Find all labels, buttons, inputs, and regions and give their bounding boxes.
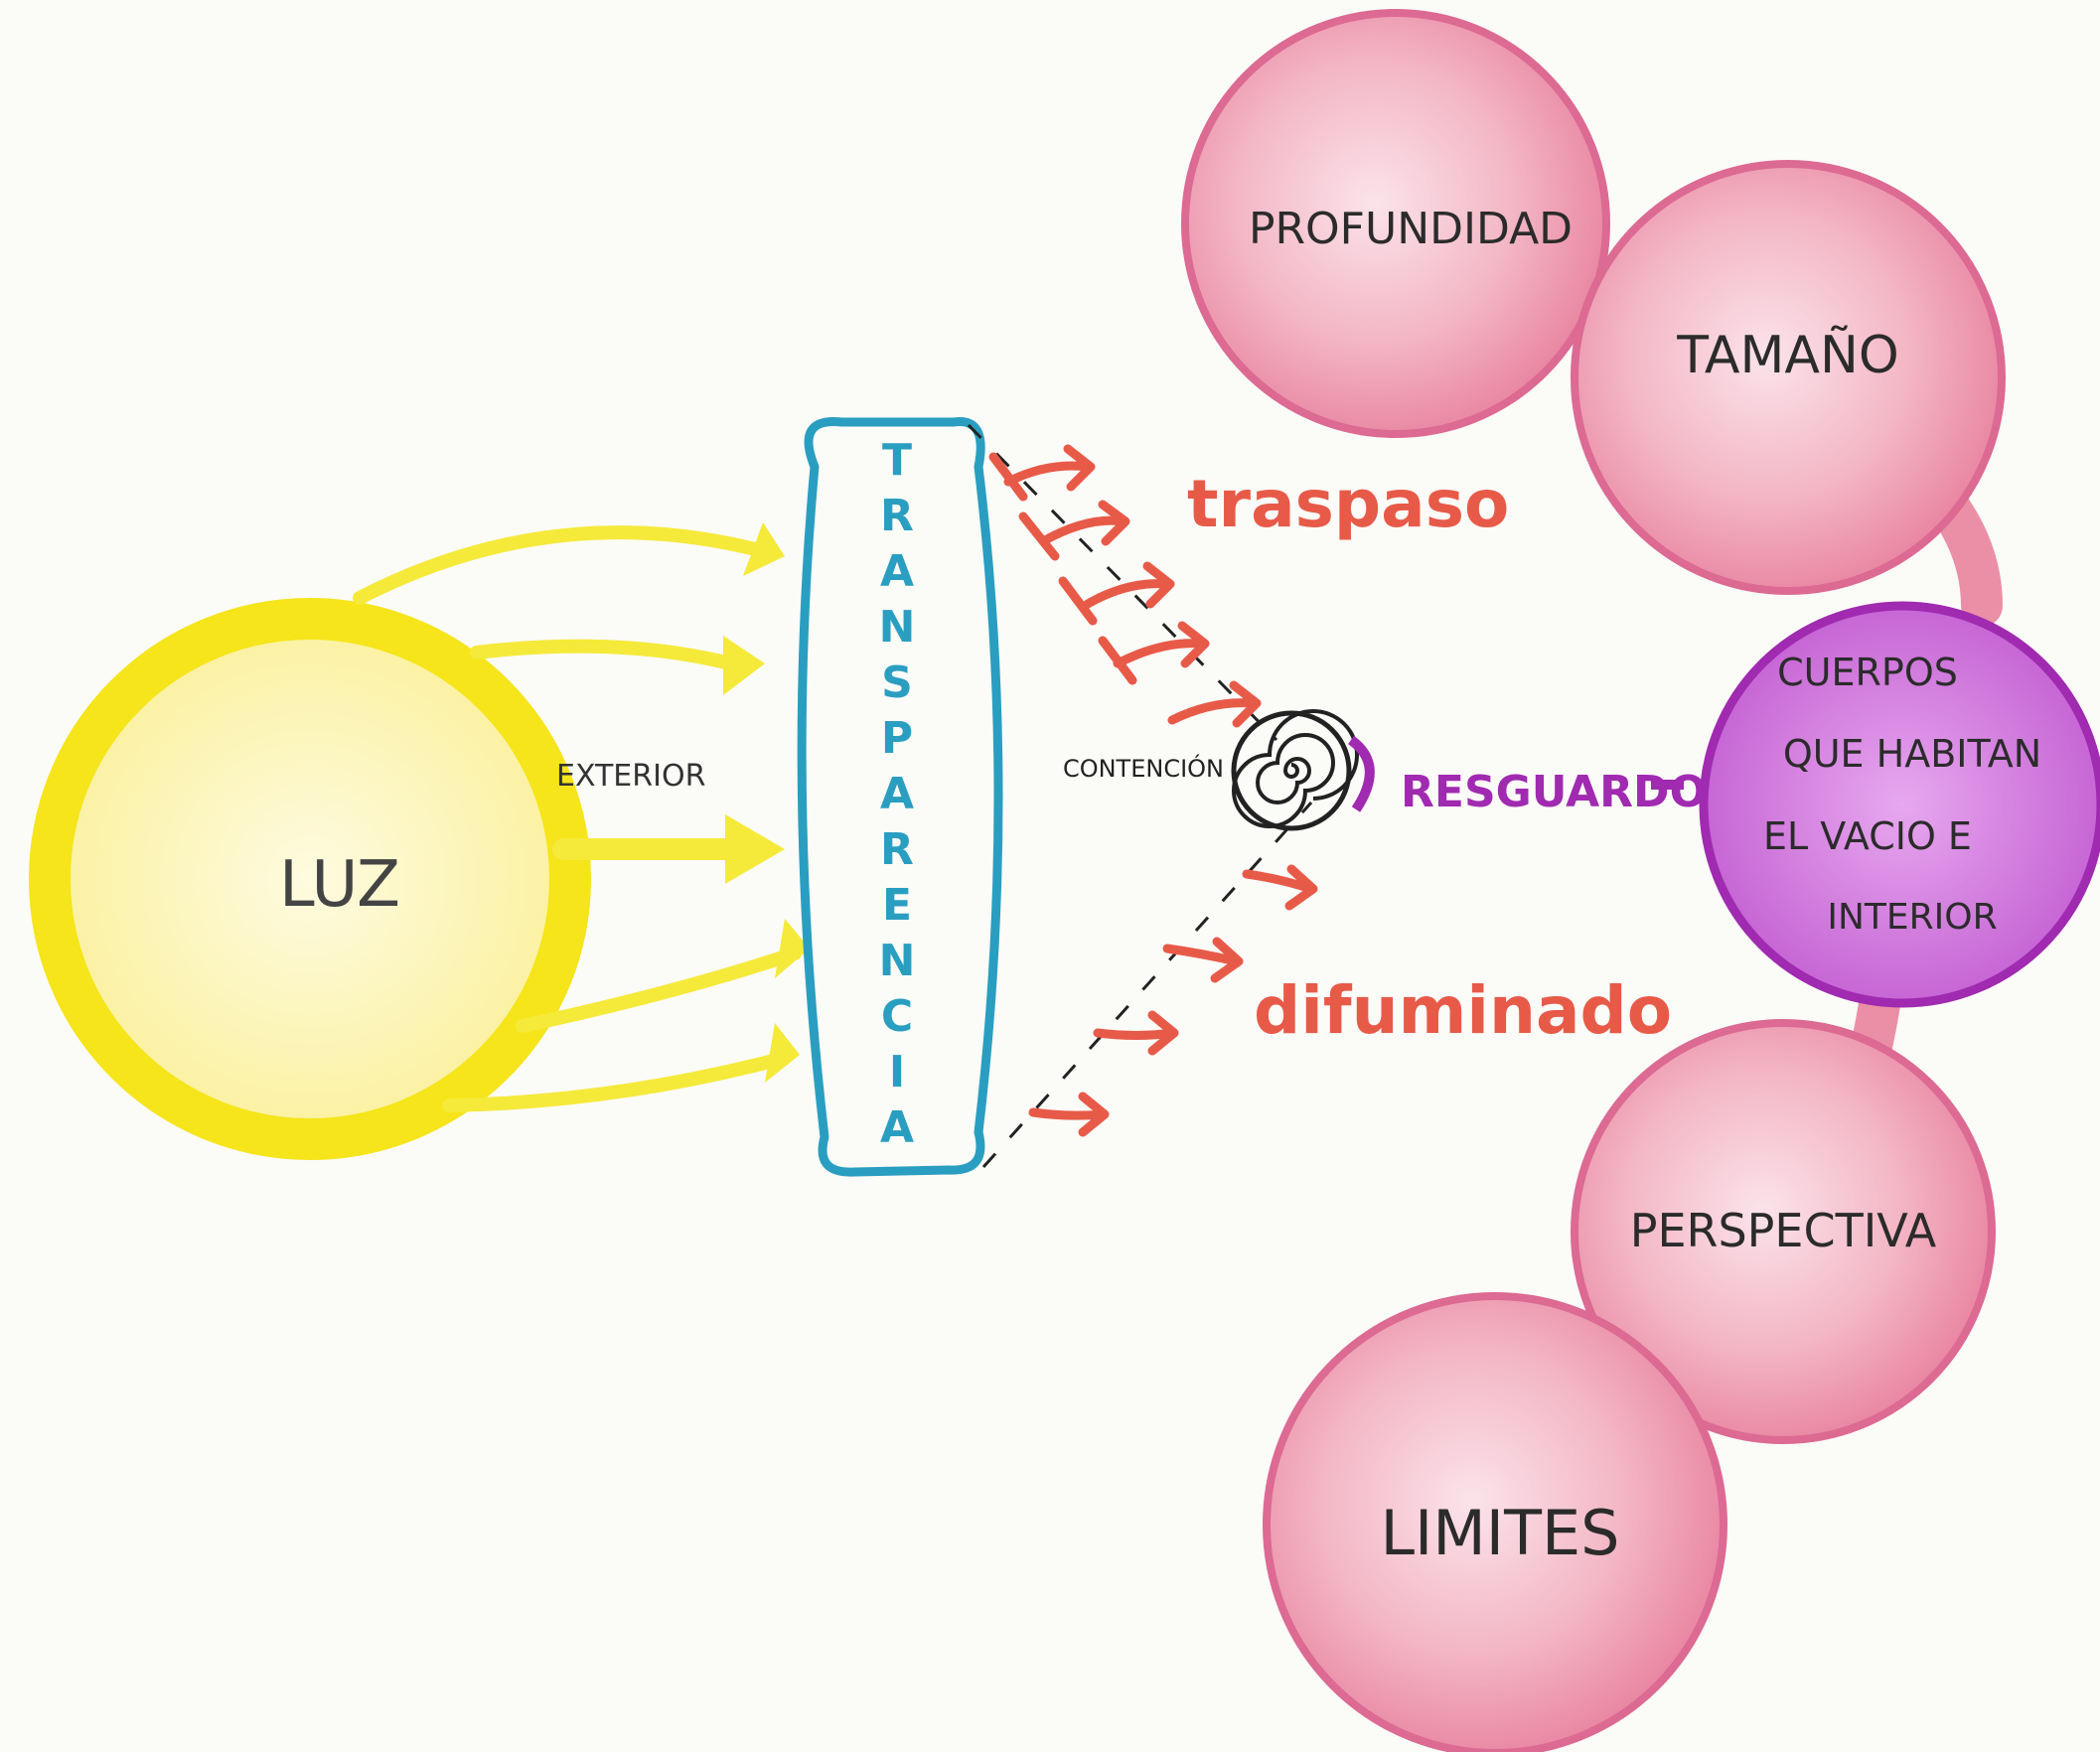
cuerpos-line-3: EL VACIO E (1763, 814, 1972, 858)
tamano-node: TAMAÑO (1575, 164, 2002, 591)
contencion-label: CONTENCIÓN (1063, 753, 1224, 783)
tamano-label: TAMAÑO (1676, 325, 1899, 385)
spiral-icon (1234, 711, 1357, 828)
luz-node: LUZ (50, 619, 570, 1139)
perspectiva-label: PERSPECTIVA (1630, 1204, 1937, 1257)
limites-node: LIMITES (1267, 1296, 1724, 1752)
profundidad-label: PROFUNDIDAD (1249, 204, 1573, 254)
cuerpos-line-1: CUERPOS (1777, 651, 1958, 694)
cuerpos-line-4: INTERIOR (1827, 897, 1997, 938)
cuerpos-line-2: QUE HABITAN (1783, 732, 2041, 776)
limites-label: LIMITES (1380, 1497, 1619, 1569)
exterior-label: EXTERIOR (556, 759, 705, 794)
profundidad-node: PROFUNDIDAD (1185, 13, 1606, 434)
light-ray-arrowheads (723, 522, 810, 1083)
traspaso-label: traspaso (1187, 466, 1509, 542)
cuerpos-node: CUERPOS QUE HABITAN EL VACIO E INTERIOR (1704, 606, 2100, 1003)
luz-label: LUZ (279, 848, 400, 922)
resguardo-label: RESGUARDO (1401, 767, 1707, 817)
difuminado-label: difuminado (1254, 972, 1672, 1049)
